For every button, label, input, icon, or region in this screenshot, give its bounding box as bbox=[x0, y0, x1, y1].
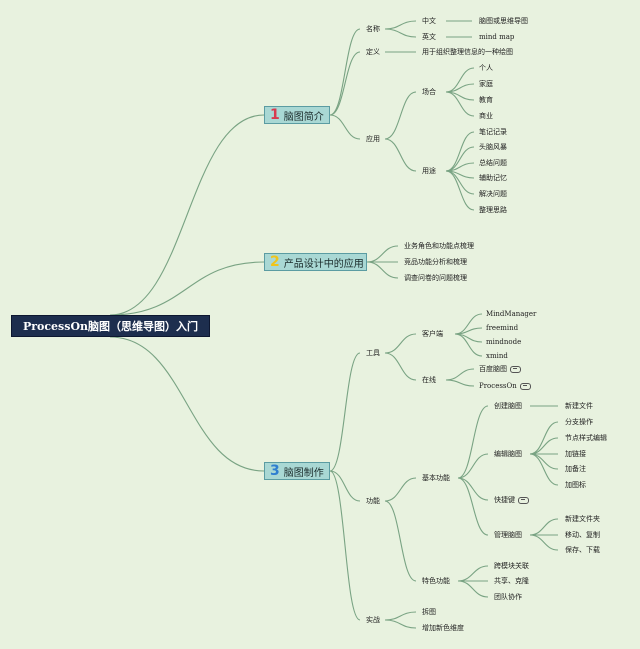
node-english-value[interactable]: mind map bbox=[479, 33, 515, 41]
section-label: 产品设计中的应用 bbox=[283, 258, 364, 270]
client-item[interactable]: mindnode bbox=[486, 338, 522, 346]
use-item[interactable]: 笔记记录 bbox=[479, 128, 507, 136]
node-edit-map[interactable]: 编辑脑图 bbox=[494, 450, 522, 458]
section-label: 脑图简介 bbox=[283, 111, 324, 123]
online-item[interactable]: 百度脑图 bbox=[479, 364, 521, 374]
section-number: 3 bbox=[270, 463, 280, 479]
design-item[interactable]: 调查问卷的问题梳理 bbox=[404, 274, 467, 282]
node-application[interactable]: 应用 bbox=[366, 135, 380, 143]
client-item[interactable]: xmind bbox=[486, 352, 508, 360]
online-item-label: 百度脑图 bbox=[479, 365, 507, 373]
link-icon[interactable] bbox=[510, 365, 521, 373]
special-item[interactable]: 共享、克隆 bbox=[494, 577, 529, 585]
use-item[interactable]: 头脑风暴 bbox=[479, 143, 507, 151]
use-item[interactable]: 解决问题 bbox=[479, 190, 507, 198]
practice-item[interactable]: 拆图 bbox=[422, 608, 436, 616]
manage-item[interactable]: 保存、下载 bbox=[565, 546, 600, 554]
node-function[interactable]: 功能 bbox=[366, 497, 380, 505]
edit-item[interactable]: 加链接 bbox=[565, 450, 586, 458]
manage-item[interactable]: 移动、复制 bbox=[565, 531, 600, 539]
use-item[interactable]: 辅助记忆 bbox=[479, 174, 507, 182]
node-use[interactable]: 用途 bbox=[422, 167, 436, 175]
node-shortcut[interactable]: 快捷键 bbox=[494, 495, 529, 505]
client-item[interactable]: MindManager bbox=[486, 310, 537, 318]
special-item[interactable]: 团队协作 bbox=[494, 593, 522, 601]
node-basic-function[interactable]: 基本功能 bbox=[422, 474, 450, 482]
edit-item[interactable]: 加图标 bbox=[565, 481, 586, 489]
node-create-map[interactable]: 创建脑图 bbox=[494, 402, 522, 410]
online-item-label: ProcessOn bbox=[479, 382, 517, 390]
design-item[interactable]: 业务角色和功能点梳理 bbox=[404, 242, 474, 250]
node-client[interactable]: 客户端 bbox=[422, 330, 443, 338]
node-name[interactable]: 名称 bbox=[366, 25, 380, 33]
edit-item[interactable]: 节点样式编辑 bbox=[565, 434, 607, 442]
client-item[interactable]: freemind bbox=[486, 324, 519, 332]
scene-item[interactable]: 教育 bbox=[479, 96, 493, 104]
shortcut-label: 快捷键 bbox=[494, 496, 515, 504]
scene-item[interactable]: 个人 bbox=[479, 64, 493, 72]
node-scene[interactable]: 场合 bbox=[422, 88, 436, 96]
node-chinese-value[interactable]: 脑图或思维导图 bbox=[479, 17, 528, 25]
node-online[interactable]: 在线 bbox=[422, 376, 436, 384]
use-item[interactable]: 总结问题 bbox=[479, 159, 507, 167]
root-node[interactable]: ProcessOn脑图（思维导图）入门 bbox=[11, 315, 210, 337]
use-item[interactable]: 整理思路 bbox=[479, 206, 507, 214]
node-practice[interactable]: 实战 bbox=[366, 616, 380, 624]
link-icon[interactable] bbox=[519, 382, 531, 390]
section-number: 1 bbox=[270, 107, 280, 123]
section-number: 2 bbox=[270, 254, 280, 270]
edit-item[interactable]: 加备注 bbox=[565, 465, 586, 473]
scene-item[interactable]: 商业 bbox=[479, 112, 493, 120]
manage-item[interactable]: 新建文件夹 bbox=[565, 515, 600, 523]
node-definition[interactable]: 定义 bbox=[366, 48, 380, 56]
node-manage-map[interactable]: 管理脑图 bbox=[494, 531, 522, 539]
practice-item[interactable]: 增加新色维度 bbox=[422, 624, 464, 632]
node-special-function[interactable]: 特色功能 bbox=[422, 577, 450, 585]
link-icon[interactable] bbox=[518, 496, 529, 504]
node-tools[interactable]: 工具 bbox=[366, 349, 380, 357]
edit-item[interactable]: 分支操作 bbox=[565, 418, 593, 426]
scene-item[interactable]: 家庭 bbox=[479, 80, 493, 88]
section-label: 脑图制作 bbox=[283, 467, 324, 479]
online-item[interactable]: ProcessOn bbox=[479, 381, 531, 391]
node-english[interactable]: 英文 bbox=[422, 33, 436, 41]
design-item[interactable]: 竞品功能分析和梳理 bbox=[404, 258, 467, 266]
node-definition-value[interactable]: 用于组织整理信息的一种绘图 bbox=[422, 48, 513, 56]
node-chinese[interactable]: 中文 bbox=[422, 17, 436, 25]
special-item[interactable]: 跨模块关联 bbox=[494, 562, 529, 570]
create-item[interactable]: 新建文件 bbox=[565, 402, 593, 410]
